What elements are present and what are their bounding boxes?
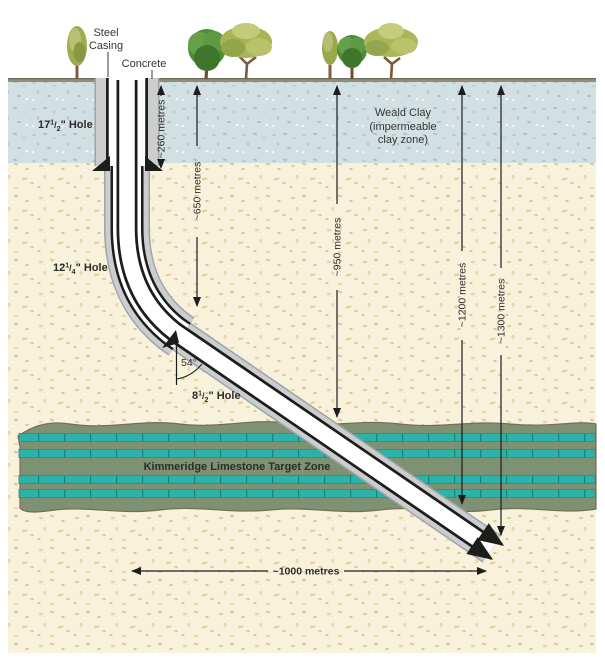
svg-text:(impermeable: (impermeable [369, 121, 436, 133]
deviation-angle: 54° [175, 340, 203, 385]
steel-casing-label: Casing [89, 40, 123, 52]
target-zone-label: Kimmeridge Limestone Target Zone [144, 461, 331, 473]
casing-shoe-left [92, 156, 110, 171]
well-end-arrow [466, 523, 505, 560]
svg-text:~650 metres: ~650 metres [192, 162, 204, 221]
tree-icon [220, 23, 272, 80]
hole-8-label: 81/2" Hole [192, 390, 241, 404]
svg-text:Weald Clay: Weald Clay [375, 107, 432, 119]
measure-1300: ~1300 metres [496, 84, 508, 537]
measure-260: ~260 metres [156, 84, 168, 170]
hole-12-label: 121/4" Hole [53, 262, 108, 276]
concrete-label: Concrete [122, 58, 167, 70]
hole-17-label: 171/2" Hole [38, 119, 93, 133]
svg-text:~1000 metres: ~1000 metres [273, 566, 340, 578]
casing-shoe-bend [162, 330, 179, 348]
tree-icon [322, 31, 338, 79]
weald-clay-label: Weald Clay (impermeable clay zone) [369, 107, 436, 146]
angle-label: 54° [181, 357, 197, 369]
tree-icon [337, 35, 367, 79]
wellbore [94, 78, 502, 563]
svg-text:~950 metres: ~950 metres [332, 218, 344, 277]
tree-icon [188, 29, 226, 80]
limestone-target-zone: Kimmeridge Limestone Target Zone [17, 421, 597, 513]
measure-950: ~950 metres [332, 84, 344, 419]
svg-text:~1200 metres: ~1200 metres [457, 263, 469, 328]
surface-labels: Steel Casing Concrete [89, 27, 166, 79]
svg-text:clay zone): clay zone) [378, 134, 428, 146]
tree-icon [364, 23, 418, 80]
measure-650: ~650 metres [192, 84, 204, 308]
measure-1000: ~1000 metres [130, 566, 488, 578]
svg-text:~1300 metres: ~1300 metres [496, 279, 508, 344]
measure-1200: ~1200 metres [457, 84, 469, 506]
ground-surface [8, 78, 596, 82]
tree-icon [67, 26, 87, 79]
svg-text:~260 metres: ~260 metres [156, 100, 168, 159]
steel-casing-label: Steel [93, 27, 118, 39]
depth-measurements: ~260 metres ~650 metres ~950 metres ~120… [130, 84, 508, 578]
